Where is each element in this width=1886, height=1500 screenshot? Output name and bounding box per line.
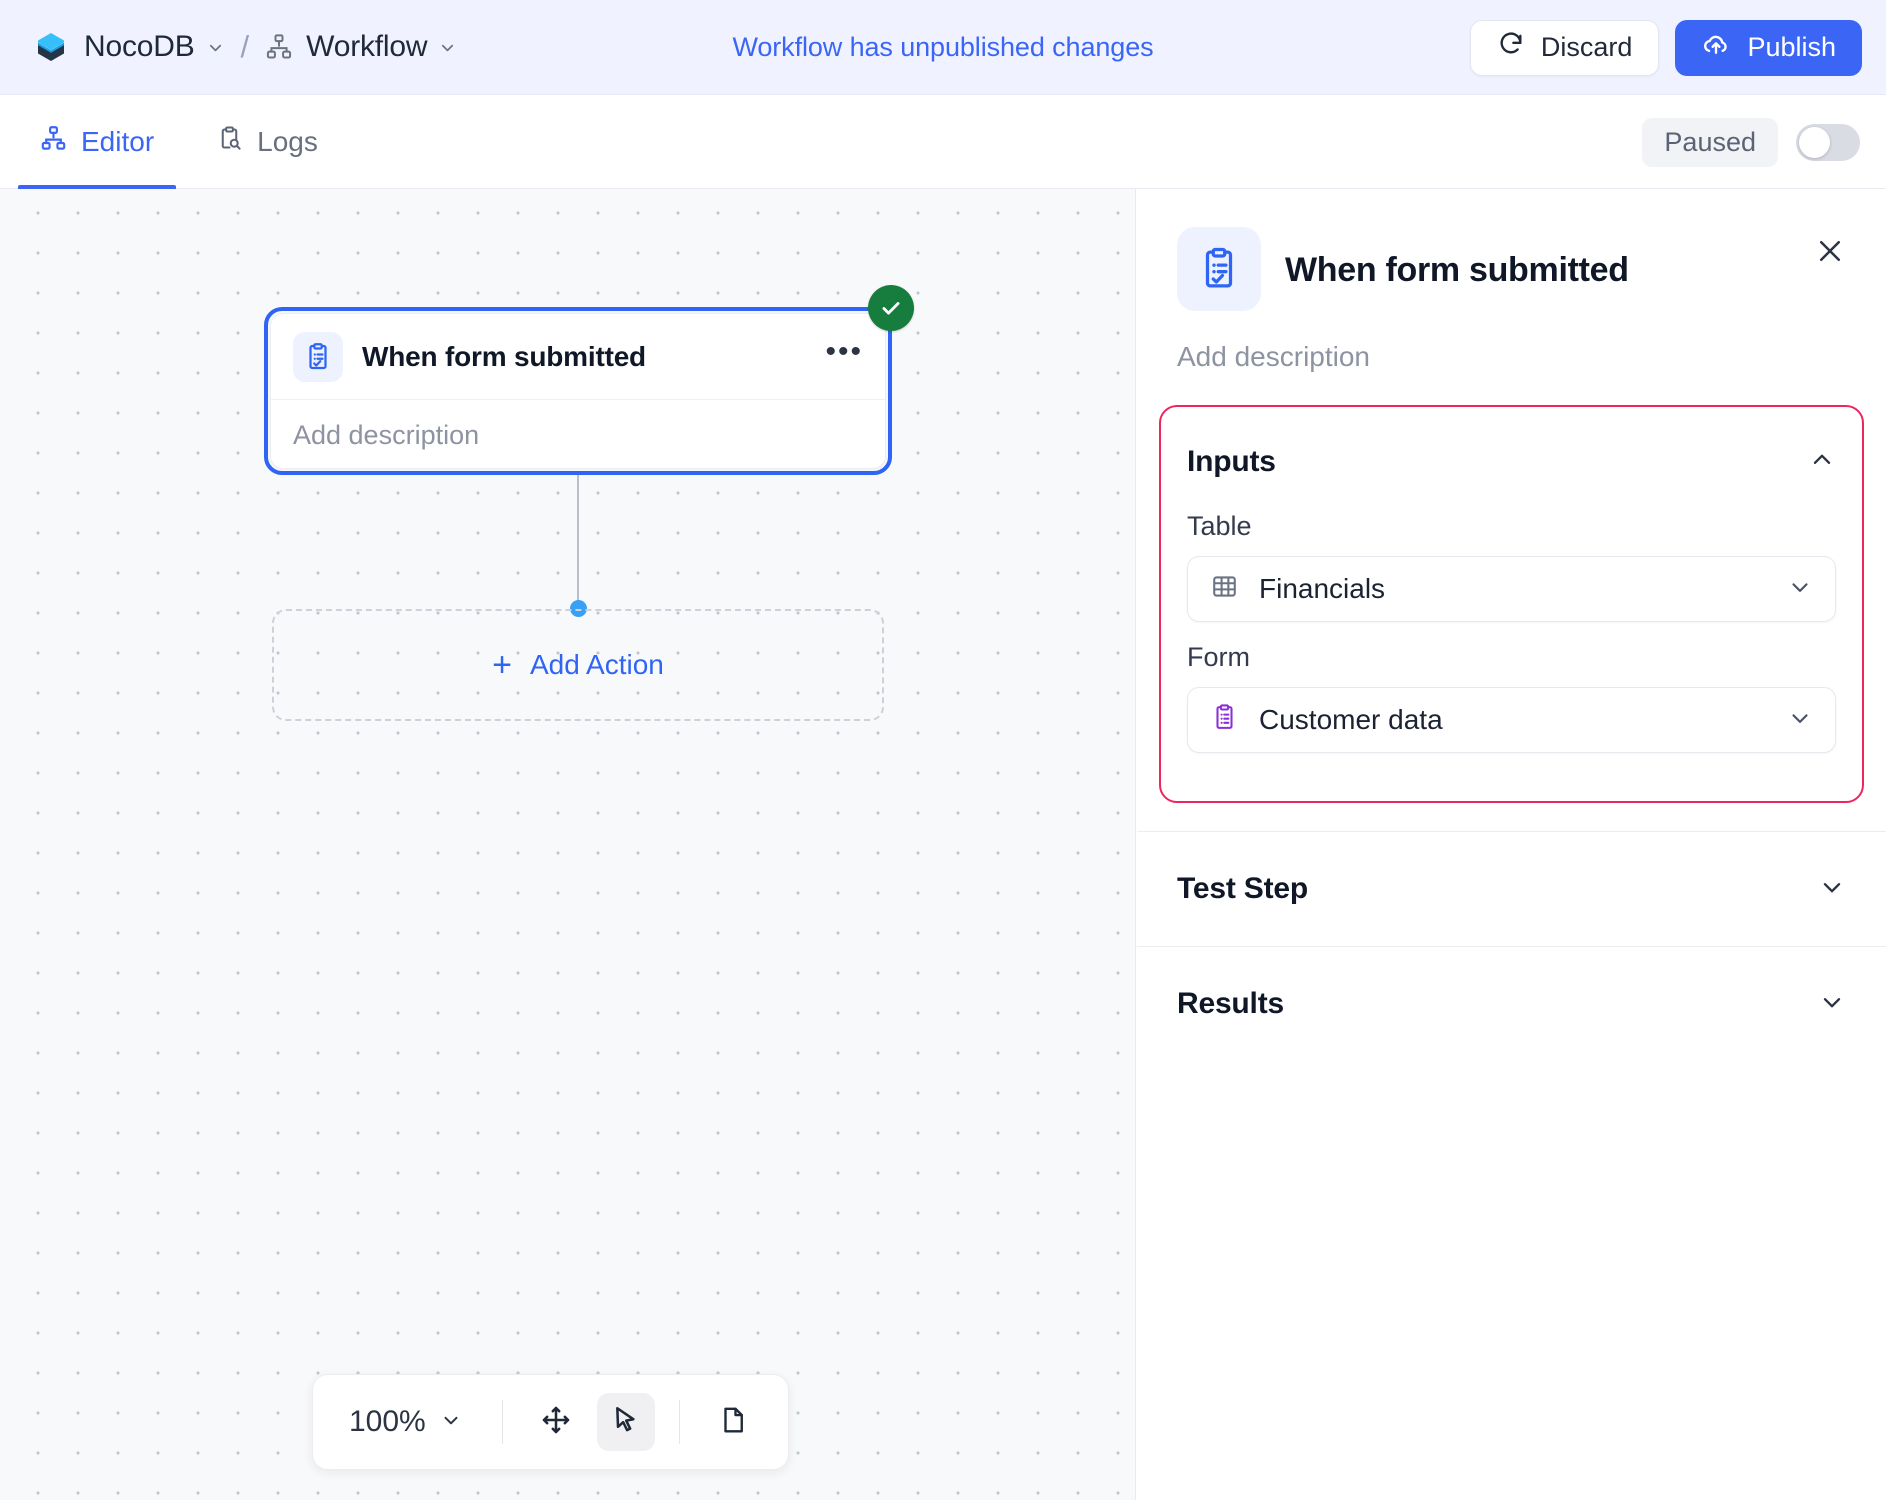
tab-editor[interactable]: Editor — [18, 95, 177, 189]
publish-button-label: Publish — [1747, 32, 1836, 62]
node-header: When form submitted ••• — [271, 314, 885, 400]
chevron-down-icon — [1787, 574, 1813, 605]
breadcrumb: NocoDB / Workflow — [0, 29, 457, 65]
test-step-section-title: Test Step — [1177, 872, 1309, 905]
tab-logs-label: Logs — [257, 125, 318, 157]
inputs-section-title: Inputs — [1187, 445, 1276, 478]
field-form-label: Form — [1187, 642, 1250, 672]
workflow-node-when-form-submitted[interactable]: When form submitted ••• Add description — [264, 285, 914, 475]
zoom-level-selector[interactable]: 100% — [339, 1405, 478, 1439]
discard-button[interactable]: Discard — [1469, 19, 1660, 76]
canvas-toolbar: 100% — [312, 1374, 789, 1470]
cursor-pointer-icon — [610, 1404, 642, 1441]
unpublished-changes-label: Workflow has unpublished changes — [732, 32, 1154, 62]
top-header-bar: NocoDB / Workflow Workflow has unpublish… — [0, 0, 1886, 95]
breadcrumb-separator: / — [240, 29, 250, 64]
form-clipboard-icon — [1210, 703, 1239, 737]
inputs-section: Inputs Table Financials Fo — [1159, 405, 1864, 803]
breadcrumb-workflow-button[interactable]: Workflow — [306, 30, 457, 64]
node-details-panel: When form submitted Add description Inpu… — [1137, 189, 1886, 1500]
chevron-down-icon — [1787, 705, 1813, 736]
zoom-level-label: 100% — [349, 1405, 426, 1438]
field-table: Table Financials — [1161, 511, 1862, 622]
node-selection-ring — [264, 307, 892, 475]
panel-description-placeholder[interactable]: Add description — [1177, 341, 1371, 372]
chevron-down-icon — [206, 38, 225, 57]
node-card[interactable]: When form submitted ••• Add description — [270, 313, 886, 469]
table-select-value: Financials — [1259, 573, 1386, 604]
select-tool-button[interactable] — [596, 1393, 655, 1451]
workflow-hierarchy-icon — [265, 33, 293, 61]
inputs-section-header[interactable]: Inputs — [1161, 415, 1862, 501]
tab-editor-label: Editor — [81, 125, 155, 157]
field-table-label: Table — [1187, 511, 1252, 541]
chevron-down-icon — [440, 1405, 462, 1439]
tab-logs[interactable]: Logs — [194, 95, 340, 189]
discard-button-label: Discard — [1540, 32, 1633, 62]
node-description-placeholder[interactable]: Add description — [293, 420, 480, 450]
pan-tool-button[interactable] — [527, 1393, 585, 1451]
node-connector-line — [577, 475, 579, 607]
test-step-section-header[interactable]: Test Step — [1137, 831, 1886, 946]
header-actions: Discard Publish — [1469, 0, 1862, 95]
panel-title: When form submitted — [1285, 251, 1629, 289]
workflow-hierarchy-icon — [40, 125, 67, 159]
form-select-value: Customer data — [1259, 704, 1443, 735]
chevron-down-icon — [1818, 873, 1846, 906]
field-form: Form Customer data — [1161, 642, 1862, 753]
clipboard-check-icon — [293, 332, 343, 382]
add-action-button[interactable]: + Add Action — [272, 609, 884, 721]
cloud-upload-icon — [1701, 29, 1731, 66]
chevron-down-icon — [438, 38, 457, 57]
table-select[interactable]: Financials — [1187, 556, 1836, 622]
node-title: When form submitted — [362, 341, 646, 372]
panel-header: When form submitted — [1137, 189, 1886, 311]
publish-button[interactable]: Publish — [1675, 19, 1862, 76]
document-page-icon — [718, 1405, 748, 1440]
clipboard-search-icon — [216, 125, 243, 159]
breadcrumb-brand-button[interactable]: NocoDB — [84, 30, 225, 64]
results-section-header[interactable]: Results — [1137, 946, 1886, 1061]
tab-bar: Editor Logs Paused — [0, 95, 1886, 189]
more-horizontal-icon[interactable]: ••• — [825, 335, 863, 368]
run-state-control: Paused — [1642, 95, 1860, 189]
status-badge: Paused — [1642, 117, 1778, 167]
breadcrumb-workflow-label: Workflow — [306, 30, 428, 63]
toggle-knob — [1799, 126, 1830, 158]
form-select[interactable]: Customer data — [1187, 687, 1836, 753]
toolbar-divider — [501, 1400, 503, 1444]
chevron-down-icon — [1818, 988, 1846, 1021]
workflow-active-toggle[interactable] — [1796, 123, 1860, 161]
breadcrumb-brand-label: NocoDB — [84, 30, 195, 63]
results-section-title: Results — [1177, 987, 1284, 1020]
chevron-up-icon — [1808, 446, 1836, 479]
toolbar-divider — [678, 1400, 680, 1444]
add-action-label: Add Action — [529, 649, 664, 680]
close-icon[interactable] — [1810, 231, 1850, 271]
check-circle-icon — [868, 285, 914, 331]
table-grid-icon — [1210, 572, 1239, 606]
clipboard-check-icon — [1177, 227, 1261, 311]
plus-icon: + — [492, 646, 512, 684]
workflow-canvas[interactable]: When form submitted ••• Add description … — [0, 189, 1136, 1500]
connector-endpoint-dot[interactable] — [570, 600, 587, 617]
nocodb-hexagon-logo-icon — [34, 30, 68, 64]
fit-view-button[interactable] — [704, 1393, 762, 1451]
refresh-cw-icon — [1497, 30, 1525, 65]
move-icon — [540, 1404, 572, 1441]
